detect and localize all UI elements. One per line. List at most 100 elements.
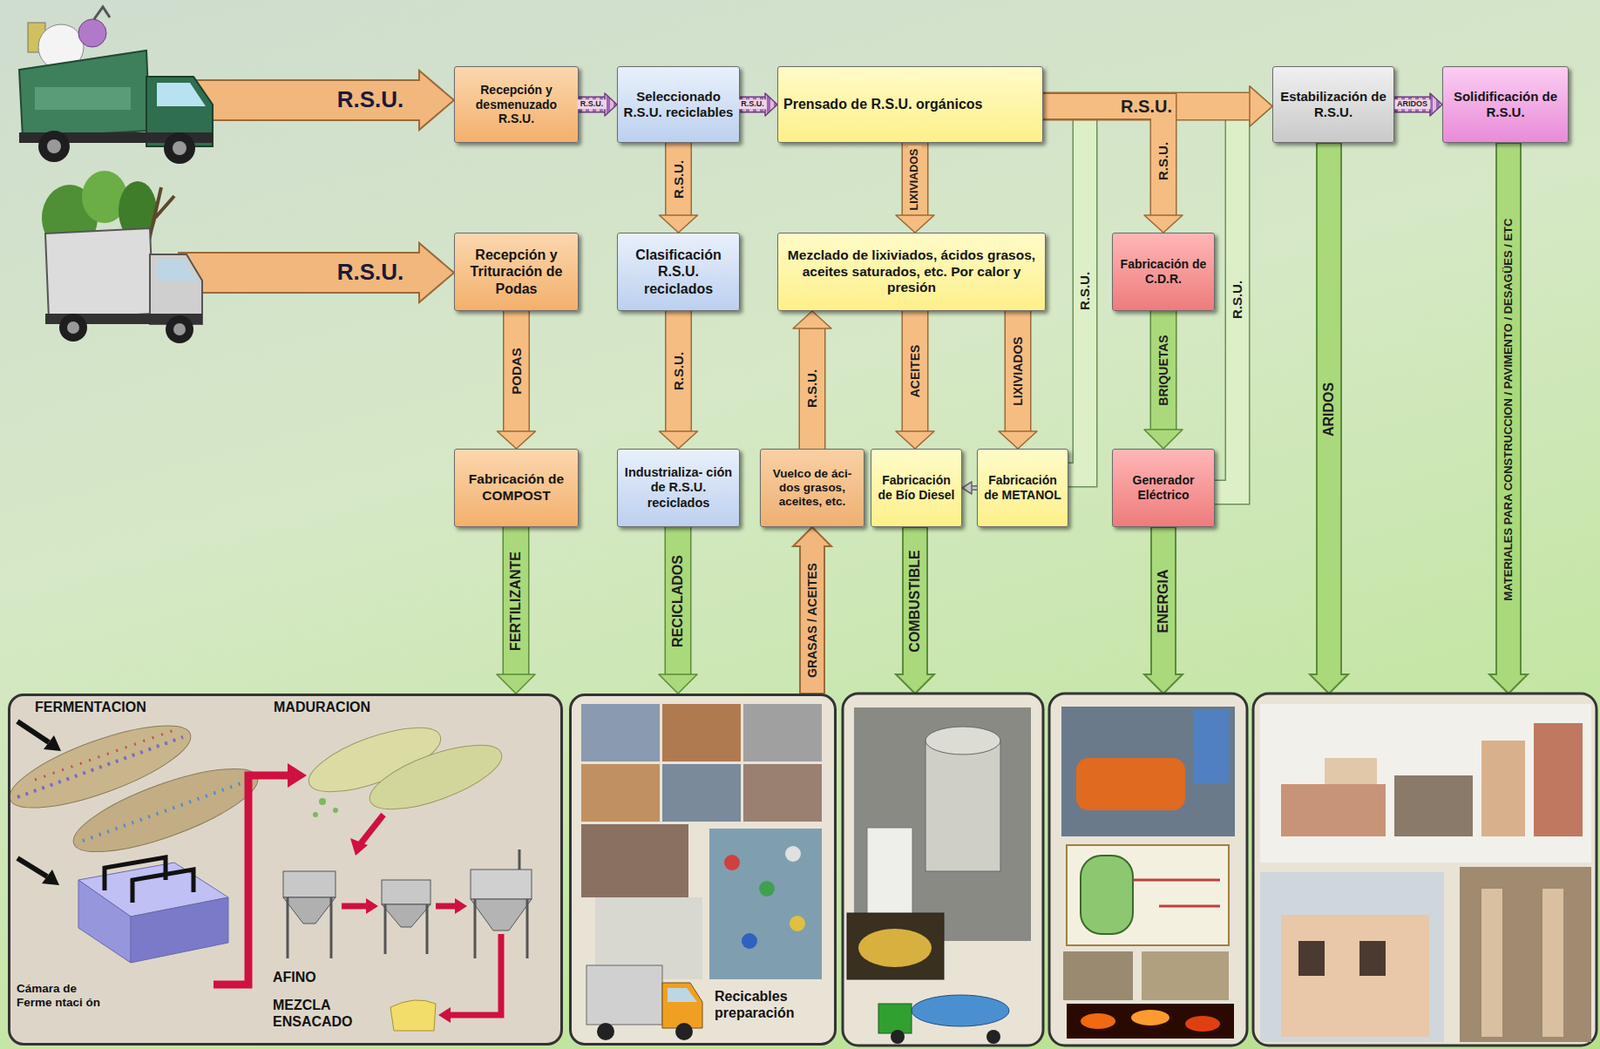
garbage-truck	[19, 50, 150, 138]
compost-process	[318, 798, 326, 806]
box-label: Solidificación de R.S.U.	[1448, 88, 1563, 121]
process-box: Fabricación de METANOL	[976, 448, 1069, 528]
recycling-photos	[709, 828, 822, 980]
compost-process	[64, 752, 266, 869]
box-label: Prensado de R.S.U. orgánicos	[783, 95, 1038, 113]
arrow-head	[659, 431, 699, 449]
edge-label: R.S.U.	[738, 99, 767, 109]
recycling-photos	[789, 915, 806, 932]
feed-arrow	[178, 243, 455, 303]
biodiesel-photos	[847, 707, 1031, 1045]
energy-photos	[1061, 706, 1235, 837]
compost-process	[43, 735, 62, 752]
box-label: Industrializa- ción de R.S.U. reciclados	[623, 465, 734, 511]
compost-process	[360, 814, 384, 844]
construction-photos	[1533, 723, 1583, 837]
arrow-outline	[1043, 106, 1164, 216]
compost-process	[362, 732, 509, 823]
arrow-shaft	[666, 311, 692, 432]
arrow-head	[962, 481, 972, 495]
compost-process	[17, 858, 48, 877]
compost-process	[287, 763, 307, 788]
edge-label: R.S.U.	[1118, 96, 1175, 117]
photo-panel	[1049, 693, 1248, 1046]
arrow-label: R.S.U.	[334, 259, 407, 285]
box-label: Estabilización de R.S.U.	[1278, 88, 1389, 121]
compost-process	[17, 721, 49, 743]
compost-process	[0, 709, 532, 1031]
energy-photos	[1131, 1010, 1170, 1026]
construction-photos	[1459, 867, 1592, 1043]
garbage-truck	[38, 130, 70, 163]
panel-caption: AFINO	[272, 969, 378, 986]
compost-process	[454, 898, 468, 915]
arrow-outline	[901, 142, 929, 216]
flow-arrow	[1214, 86, 1273, 493]
construction-photos	[1481, 888, 1503, 1038]
flow-arrow	[962, 481, 977, 495]
output-arrow	[1309, 142, 1349, 694]
construction-photos	[1281, 784, 1386, 837]
energy-photos	[1080, 1013, 1116, 1030]
edge-label: LIXIVIADOS	[908, 145, 922, 213]
box-label: Fabricación de METANOL	[983, 473, 1063, 503]
output-arrow	[793, 142, 1528, 694]
flow-arrow	[1043, 106, 1183, 233]
compost-process	[41, 869, 60, 886]
arrow-label: MATERIALES PARA CONSTRUCCION / PAVIMENTO…	[1501, 216, 1516, 604]
arrow-head	[765, 93, 778, 116]
flow-arrow	[659, 311, 699, 449]
garbage-truck	[156, 82, 206, 107]
garbage-truck	[19, 6, 213, 164]
process-box: Seleccionado R.S.U. reciclables	[616, 66, 740, 143]
edge-label: R.S.U.	[671, 156, 687, 201]
panel-caption: FERMENTACION	[34, 698, 192, 716]
compost-process	[82, 780, 249, 841]
compost-process	[17, 737, 184, 798]
box-label: Vuelco de áci- dos grasos, aceites, etc.	[766, 467, 859, 510]
construction-photos	[1542, 888, 1564, 1038]
process-box: Fabricación de C.D.R.	[1111, 232, 1215, 312]
recycling-photos	[662, 764, 741, 822]
arrow-head	[658, 674, 698, 694]
energy-photos	[1066, 1003, 1234, 1039]
process-box: Clasificación R.S.U. reciclados	[616, 232, 740, 312]
arrow-head	[1249, 86, 1273, 127]
box-label: Recepción y Trituración de Podas	[460, 246, 573, 298]
process-box: Fabricación de COMPOST	[454, 448, 579, 528]
compost-process	[341, 903, 367, 910]
recycling-photos	[581, 704, 822, 1041]
photo-panel	[7, 693, 1597, 1046]
compost-process	[435, 903, 455, 910]
box-label: Recepción y desmenuzado R.S.U.	[460, 82, 573, 127]
garbage-truck	[94, 6, 110, 20]
feed-arrow	[178, 70, 455, 130]
compost-process	[470, 899, 532, 931]
arrow-shaft	[1068, 106, 1250, 475]
arrow-head	[1249, 86, 1273, 127]
edge-label: ARIDOS	[1394, 99, 1431, 109]
arrow-label: R.S.U.	[334, 87, 407, 113]
compost-process	[385, 904, 428, 955]
edge-label: R.S.U.	[1077, 268, 1093, 312]
process-box: Mezclado de lixiviados, ácidos grasos, a…	[777, 232, 1046, 312]
compost-process	[312, 812, 319, 818]
energy-photos	[1063, 951, 1133, 1001]
arrow-shaft	[504, 311, 529, 432]
arrow-shaft	[902, 142, 928, 216]
arrow-outline	[664, 311, 692, 432]
recycling-photos	[581, 764, 660, 822]
edge-label: R.S.U.	[671, 349, 687, 394]
arrow-head	[496, 674, 536, 694]
process-box: Generador Eléctrico	[1111, 448, 1215, 528]
compost-process	[381, 904, 431, 928]
edge-label: R.S.U.	[577, 99, 607, 109]
arrow-head	[604, 93, 617, 116]
arrow-outline	[1004, 311, 1032, 432]
photo-panel	[842, 693, 1044, 1046]
compost-process	[78, 880, 131, 963]
recycling-photos	[662, 704, 741, 762]
flow-arrow	[497, 311, 536, 449]
construction-photos	[1260, 872, 1445, 1043]
recycling-photos	[581, 824, 689, 898]
